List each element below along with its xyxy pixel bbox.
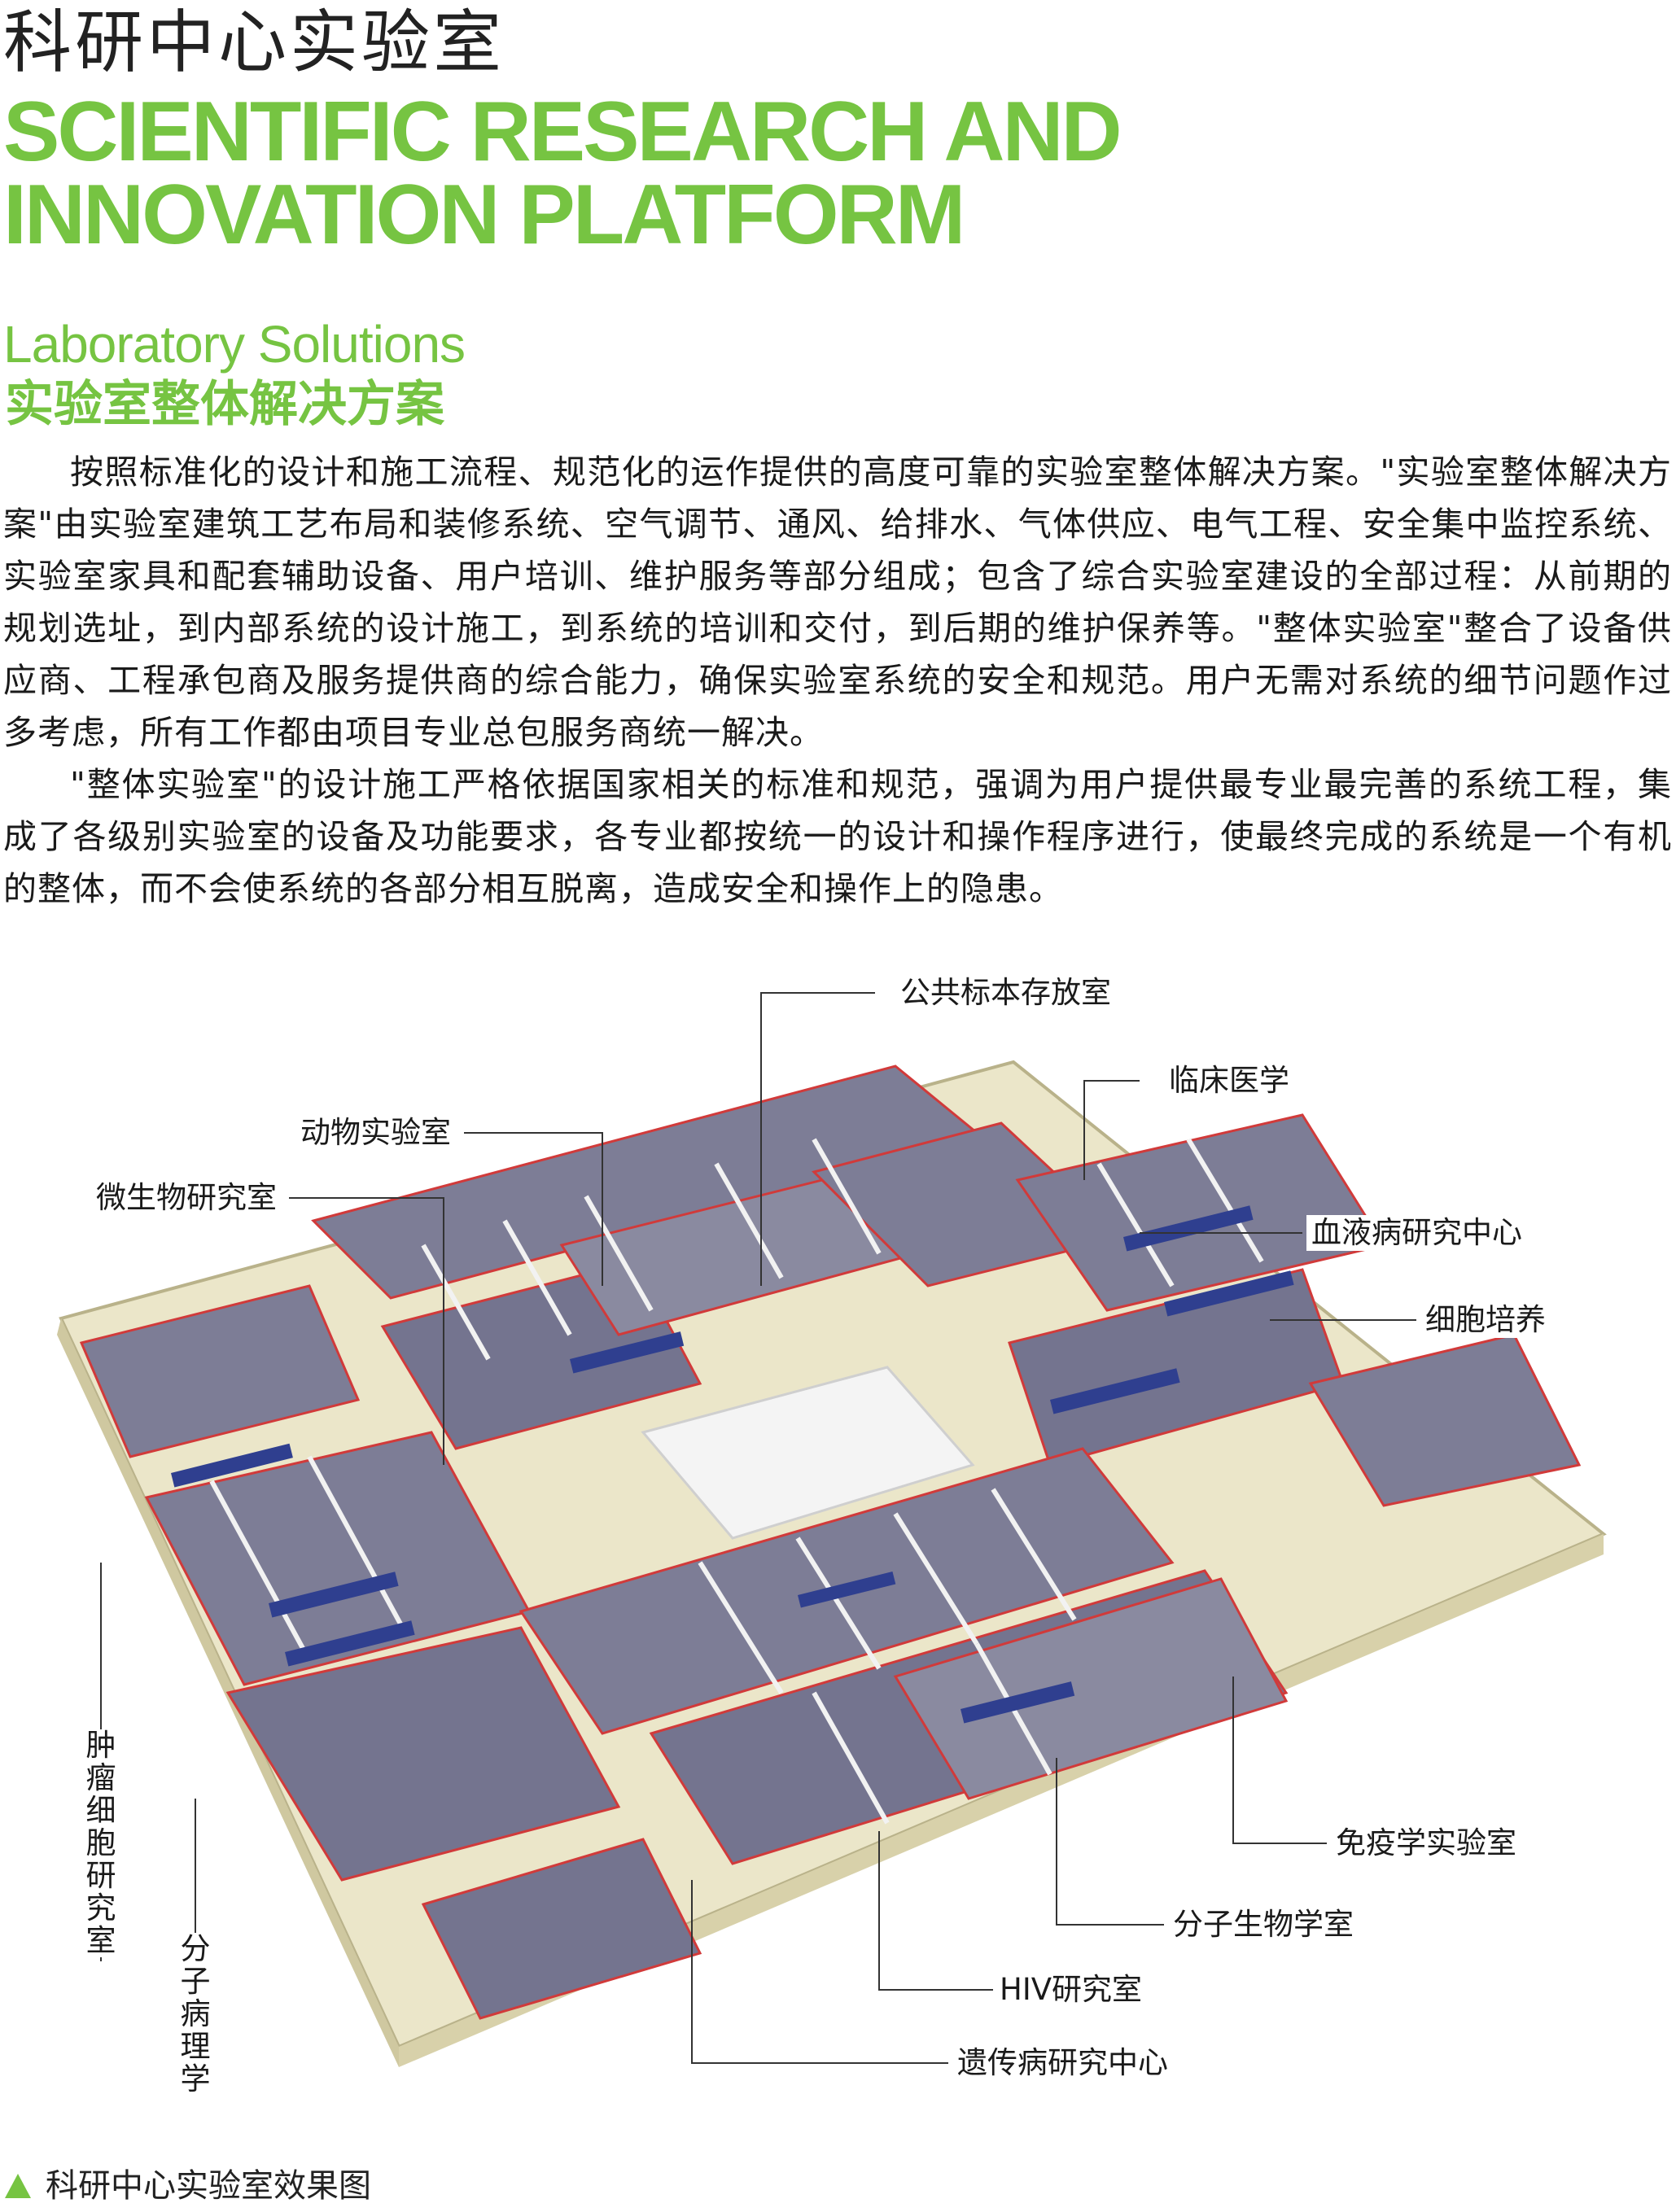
lab-floorplan-render	[57, 992, 1607, 2067]
page-title-en-line2: INNOVATION PLATFORM	[3, 168, 965, 262]
central-equipment-block	[641, 1366, 975, 1540]
label-genetic-disease-center: 遗传病研究中心	[952, 2045, 1173, 2081]
label-public-specimen-room: 公共标本存放室	[895, 975, 1116, 1011]
body-paragraph-1: 按照标准化的设计和施工流程、规范化的运作提供的高度可靠的实验室整体解决方案。"实…	[3, 452, 1672, 752]
section-subtitle-en: Laboratory Solutions	[3, 315, 466, 374]
figure-caption-text: 科研中心实验室效果图	[46, 2167, 371, 2205]
interior-walls	[209, 1138, 1264, 1825]
callout-lines	[100, 992, 1416, 2064]
label-animal-lab: 动物实验室	[295, 1115, 456, 1151]
label-molecular-biology: 分子生物学室	[1168, 1907, 1359, 1943]
lab-benches	[171, 1205, 1294, 1724]
body-paragraph-2: "整体实验室"的设计施工严格依据国家相关的标准和规范，强调为用户提供最专业最完善…	[3, 765, 1672, 908]
label-hiv-lab: HIV研究室	[995, 1972, 1148, 2008]
label-cell-culture: 细胞培养	[1420, 1302, 1551, 1338]
label-clinical-medicine: 临床医学	[1164, 1063, 1294, 1099]
body-text: 按照标准化的设计和施工流程、规范化的运作提供的高度可靠的实验室整体解决方案。"实…	[3, 446, 1672, 915]
page-title-cn: 科研中心实验室	[3, 2, 505, 82]
triangle-icon	[5, 2174, 31, 2198]
label-microbiology-lab: 微生物研究室	[91, 1180, 282, 1216]
page-title-en-line1: SCIENTIFIC RESEARCH AND	[3, 85, 1122, 179]
label-molecular-pathology: 分子病理学	[177, 1933, 213, 2096]
label-oncology-cell-lab: 肿瘤细胞研究室	[83, 1729, 119, 1957]
lab-floorplan-figure: 公共标本存放室 临床医学 动物实验室 微生物研究室 血液病研究中心 细胞培养 肿…	[0, 975, 1676, 2157]
section-subtitle-cn: 实验室整体解决方案	[5, 376, 444, 433]
label-immunology-lab: 免疫学实验室	[1331, 1825, 1521, 1861]
figure-caption: 科研中心实验室效果图	[5, 2165, 371, 2207]
label-hematology-center: 血液病研究中心	[1306, 1215, 1527, 1251]
